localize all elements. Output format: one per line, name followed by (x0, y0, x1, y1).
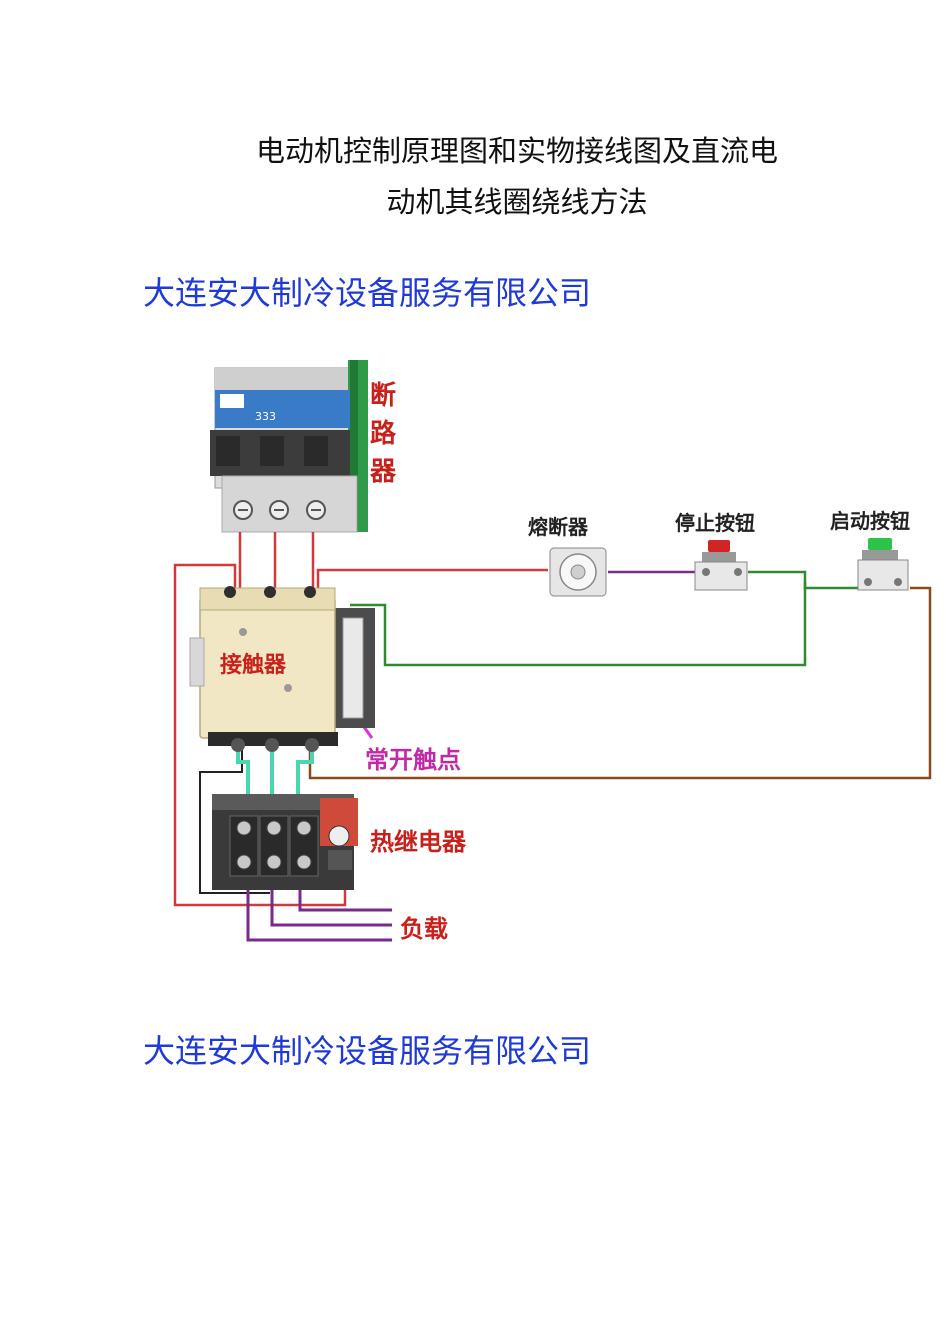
load-label: 负载 (400, 915, 448, 943)
breaker-label-2: 路 (370, 418, 397, 449)
motor-wiring-diagram: 333 断 路 器 (173, 360, 932, 943)
fuse-label: 熔断器 (528, 515, 589, 539)
fuse (549, 547, 607, 597)
thermal-relay-label: 热继电器 (370, 828, 467, 856)
start-button (857, 538, 909, 591)
contactor-label: 接触器 (220, 652, 287, 678)
stop-button (694, 540, 748, 591)
breaker-label-3: 器 (369, 457, 397, 487)
company-name-bottom: 大连安大制冷设备服务有限公司 (143, 1032, 592, 1070)
breaker-plate-number: 333 (255, 410, 276, 423)
breaker-label-1: 断 (370, 380, 396, 411)
normally-open-contact-label: 常开触点 (365, 746, 461, 774)
document-title-line-2: 动机其线圈绕线方法 (386, 185, 648, 219)
start-button-label: 启动按钮 (830, 509, 910, 533)
contactor (189, 586, 375, 752)
wiring (173, 532, 932, 942)
document-title-line-1: 电动机控制原理图和实物接线图及直流电 (255, 134, 778, 168)
thermal-relay (212, 794, 358, 890)
circuit-breaker: 333 (210, 360, 368, 533)
company-name-top: 大连安大制冷设备服务有限公司 (143, 274, 592, 312)
stop-button-label: 停止按钮 (675, 511, 755, 535)
